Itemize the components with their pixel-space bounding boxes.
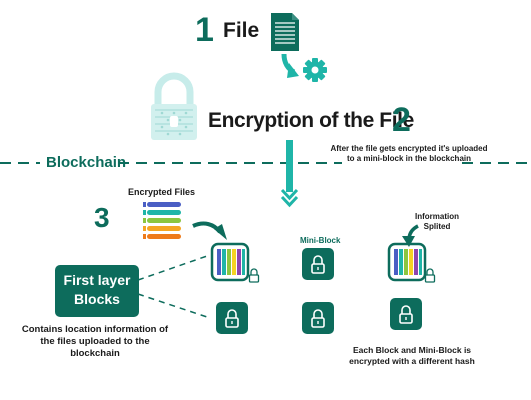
- padlock-icon: [151, 72, 197, 140]
- arrow-icon: [402, 224, 419, 247]
- arrow-icon: [281, 53, 299, 78]
- block: [302, 302, 334, 334]
- encrypted-files-icon: [143, 202, 181, 239]
- step-3-number: 3: [94, 202, 110, 233]
- step-2-number: 2: [392, 101, 411, 139]
- blockchain-label: Blockchain: [46, 154, 127, 171]
- hash-note: Each Block and Mini-Block is encrypted w…: [349, 345, 475, 366]
- step-1-number: 1: [195, 11, 214, 49]
- down-arrow: [280, 140, 299, 208]
- document-icon: [271, 13, 299, 51]
- first-layer-blocks-label: First layer Blocks: [63, 272, 131, 307]
- encrypted-files-label: Encrypted Files: [128, 187, 196, 197]
- block: [216, 302, 248, 334]
- step-1-label: File: [223, 19, 260, 42]
- block: [390, 298, 422, 330]
- first-layer-blocks-box: [55, 265, 139, 317]
- information-split-label: Information Splited: [415, 212, 459, 231]
- connector-lines: [137, 254, 211, 319]
- encryption-title: Encryption of the File: [208, 109, 414, 132]
- block-with-files: [210, 242, 260, 283]
- mini-block: [302, 248, 334, 280]
- mini-block-label: Mini-Block: [300, 236, 341, 245]
- split-information-block: [387, 242, 436, 283]
- gear-icon: [303, 58, 327, 82]
- first-layer-note: Contains location information of the fil…: [21, 324, 169, 359]
- upload-note: After the file gets encrypted it's uploa…: [330, 144, 488, 163]
- arrow-icon: [192, 221, 227, 240]
